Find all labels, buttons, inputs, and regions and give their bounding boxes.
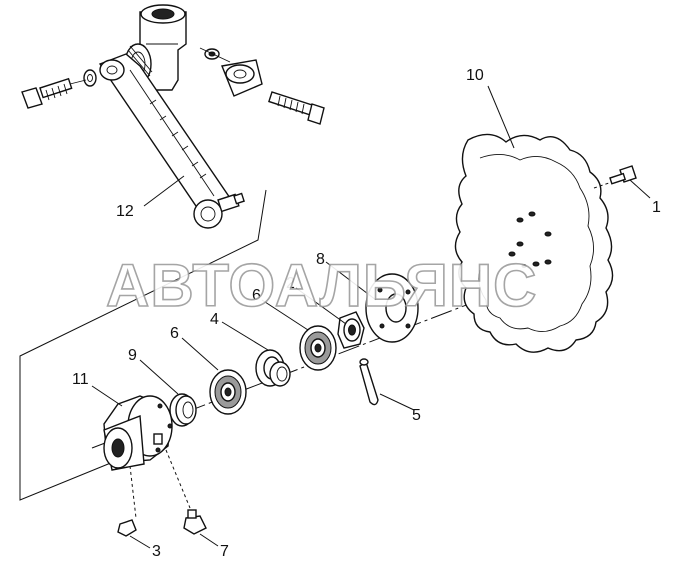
- callout-10: 10: [466, 67, 484, 84]
- callout-3: 3: [152, 543, 161, 560]
- callout-4: 4: [210, 311, 219, 328]
- seal-9: [169, 393, 197, 427]
- reference-line: [19, 189, 267, 501]
- callouts: 10 1 8 2 6 4 6 9 11 12 5 3 7: [72, 67, 661, 560]
- disc-blade: [454, 133, 614, 353]
- callout-11: 11: [72, 371, 89, 388]
- bearing-6-outer: [299, 325, 337, 371]
- callout-5: 5: [412, 407, 421, 424]
- callout-12: 12: [116, 203, 134, 220]
- grease-fitting-7: [165, 449, 207, 535]
- watermark-text: АВТОАЛЬЯНС: [106, 252, 538, 319]
- bolt-1: [593, 165, 637, 189]
- hub-11: [103, 395, 173, 471]
- callout-9: 9: [128, 347, 137, 364]
- plug-3: [117, 465, 137, 537]
- bearing-6-inner: [209, 369, 247, 415]
- callout-6-right: 6: [252, 287, 261, 304]
- callout-1: 1: [652, 199, 661, 216]
- callout-6-left: 6: [170, 325, 179, 342]
- nut-2: [337, 311, 365, 349]
- callout-2: 2: [286, 275, 295, 292]
- spacer-ring-4: [255, 349, 291, 387]
- callout-8: 8: [316, 251, 325, 268]
- callout-7: 7: [220, 543, 229, 560]
- cotter-pin-5: [359, 358, 379, 406]
- flange-8: [365, 273, 419, 343]
- arm-assembly: [21, 4, 325, 229]
